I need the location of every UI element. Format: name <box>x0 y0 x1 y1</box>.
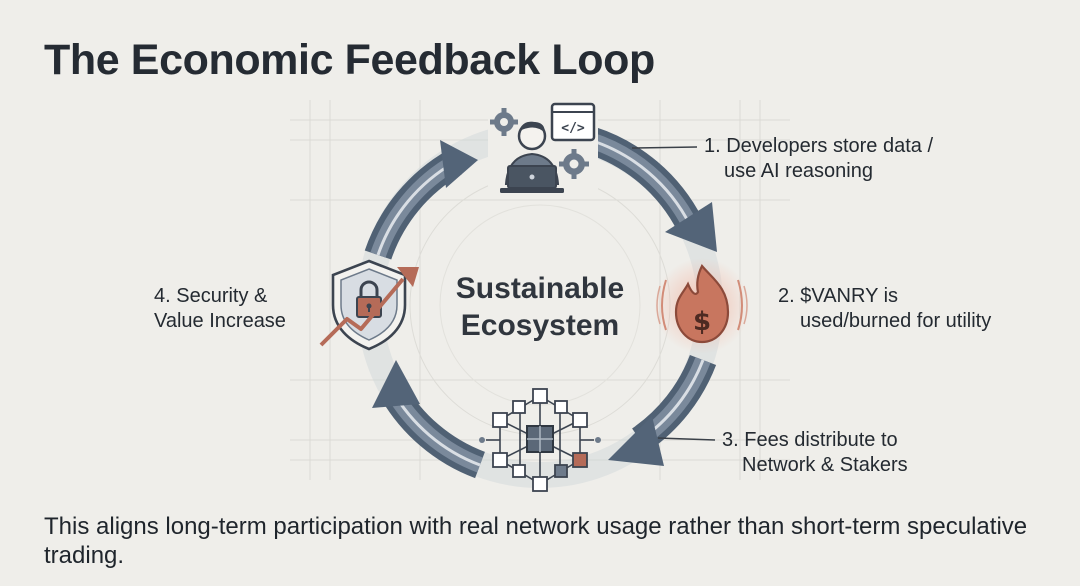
arrow-step-4-to-1 <box>364 140 478 260</box>
step-4-line-1: 4. Security & <box>154 285 268 307</box>
developer-laptop-icon: </> <box>488 102 598 198</box>
step-3-line-1: 3. Fees distribute to <box>722 429 898 451</box>
step-3-label: 3. Fees distribute to Network & Stakers <box>722 428 908 478</box>
center-label-line-2: Ecosystem <box>460 309 620 342</box>
center-label-line-1: Sustainable <box>455 272 625 305</box>
step-1-line-1: 1. Developers store data / <box>704 135 934 157</box>
arrow-step-2-to-3 <box>608 354 717 466</box>
arrow-step-3-to-4 <box>372 360 486 479</box>
step-3-line-2: Network & Stakers <box>742 454 908 476</box>
network-cubes-icon <box>479 388 601 492</box>
leader-lines <box>631 146 716 441</box>
step-4-line-2: Value Increase <box>154 310 286 332</box>
step-4-label: 4. Security & Value Increase <box>154 284 286 334</box>
svg-text:$: $ <box>693 307 711 337</box>
shield-lock-growth-icon <box>319 259 419 351</box>
arrow-step-1-to-2 <box>585 126 717 252</box>
step-1-line-2: use AI reasoning <box>724 160 873 182</box>
page-title: The Economic Feedback Loop <box>44 36 655 84</box>
footer-text: This aligns long-term participation with… <box>44 513 1028 569</box>
burning-dollar-icon: $ <box>654 258 750 354</box>
step-2-line-1: 2. $VANRY is <box>778 285 899 307</box>
step-2-label: 2. $VANRY is used/burned for utility <box>778 284 991 334</box>
svg-text:</>: </> <box>561 121 585 136</box>
step-2-line-2: used/burned for utility <box>800 310 992 332</box>
step-1-label: 1. Developers store data / use AI reason… <box>704 134 933 184</box>
center-label: Sustainable Ecosystem <box>430 270 650 344</box>
